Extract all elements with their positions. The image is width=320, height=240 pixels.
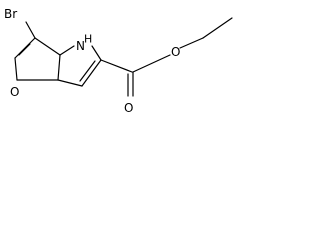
bond-c6-c6a <box>57 79 83 87</box>
bond-c3-br <box>25 21 36 39</box>
atom-carbonyl-oxygen: O <box>124 101 133 115</box>
bond-carbonyl-ester-o <box>132 54 171 73</box>
bond-ester-o-ch2 <box>179 37 204 49</box>
atom-ring-nitrogen: N <box>76 39 85 53</box>
bond-c5-carbonyl <box>100 59 133 73</box>
atom-labels: Br N H O O O <box>4 7 180 115</box>
bond-ch2-ch3 <box>202 17 233 39</box>
bond-c3-c2-double <box>18 43 31 56</box>
bond-c6a-c3a <box>57 54 61 81</box>
bond-c2-o1 <box>14 57 18 81</box>
atom-ring-hydrogen: H <box>84 33 92 46</box>
bond-c5-c6-double <box>79 60 96 82</box>
chemical-structure: Br N H O O O <box>4 7 233 115</box>
bond-c3a-c3 <box>34 37 61 56</box>
bond-c5-c6 <box>81 59 102 87</box>
atom-ester-oxygen: O <box>171 45 180 59</box>
atom-bromine: Br <box>4 7 17 21</box>
bond-c3a-n4 <box>59 45 75 56</box>
bond-lines <box>14 17 233 97</box>
atom-ring-oxygen: O <box>10 85 19 99</box>
bond-c3-c2 <box>14 37 36 59</box>
bond-n4-c5 <box>91 45 102 61</box>
